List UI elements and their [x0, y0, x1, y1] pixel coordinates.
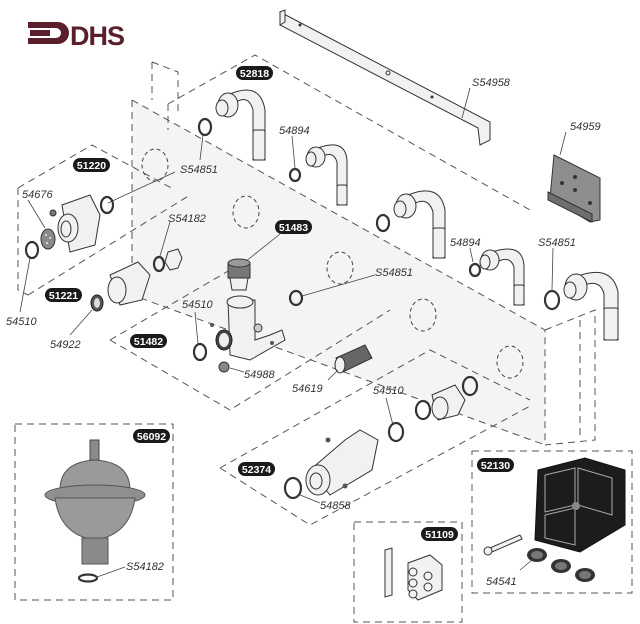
- strainer[interactable]: [40, 228, 56, 250]
- part-label-s54182: S54182: [168, 213, 206, 225]
- nipple-54619[interactable]: [334, 344, 373, 374]
- union-nut[interactable]: [431, 384, 466, 421]
- part-label-54894-b: 54894: [450, 237, 481, 249]
- seal-ring[interactable]: [77, 573, 99, 583]
- kit-badge-52130[interactable]: 52130: [477, 458, 514, 472]
- tee-valve-body[interactable]: [210, 295, 286, 361]
- dhs-logo: DHS: [28, 21, 125, 51]
- seal-ring[interactable]: [192, 342, 208, 362]
- svg-text:51482: 51482: [134, 336, 163, 348]
- connector-set[interactable]: [384, 547, 443, 601]
- part-label-54541: 54541: [486, 576, 517, 588]
- svg-text:52374: 52374: [242, 464, 271, 476]
- svg-text:51221: 51221: [49, 290, 78, 302]
- part-label-s54851-c: S54851: [538, 237, 576, 249]
- part-label-54858: 54858: [320, 500, 351, 512]
- check-valve-54988[interactable]: [218, 361, 230, 373]
- kit-badge-51482[interactable]: 51482: [130, 334, 167, 348]
- part-label-54619: 54619: [292, 383, 323, 395]
- part-label-54922: 54922: [50, 339, 81, 351]
- part-label-54676: 54676: [22, 189, 53, 201]
- part-label-s54958: S54958: [472, 77, 511, 89]
- kit-badge-51483[interactable]: 51483: [275, 220, 312, 234]
- seal-ring[interactable]: [375, 213, 391, 233]
- arrow-bracket-icon: [28, 22, 69, 44]
- part-label-s54182-b: S54182: [126, 561, 164, 573]
- seal-ring[interactable]: [283, 476, 303, 500]
- seal-ring[interactable]: [288, 289, 304, 307]
- seal-ring[interactable]: [197, 117, 213, 137]
- pipe-elbow-2[interactable]: [305, 144, 348, 206]
- svg-text:51109: 51109: [425, 529, 454, 541]
- connector-housing[interactable]: [534, 457, 626, 553]
- svg-text:51483: 51483: [279, 222, 308, 234]
- part-label-54510-c: 54510: [373, 385, 404, 397]
- seal-ring[interactable]: [414, 399, 432, 421]
- logo-text: DHS: [70, 21, 124, 51]
- seal-ring[interactable]: [468, 262, 482, 278]
- seal-ring[interactable]: [152, 255, 166, 273]
- hex-nut[interactable]: [164, 248, 183, 271]
- kit-badge-52818[interactable]: 52818: [236, 66, 273, 80]
- bracket[interactable]: [547, 154, 601, 223]
- valve-body-52374[interactable]: [305, 429, 379, 496]
- seal-ring[interactable]: [543, 289, 561, 311]
- part-label-54988: 54988: [244, 369, 275, 381]
- svg-text:52818: 52818: [240, 68, 269, 80]
- seal-ring[interactable]: [387, 421, 405, 443]
- bolt[interactable]: [483, 534, 523, 556]
- svg-text:51220: 51220: [77, 160, 106, 172]
- seal-ring[interactable]: [461, 375, 479, 397]
- kit-badge-52374[interactable]: 52374: [238, 462, 275, 476]
- valve-body-51221[interactable]: [107, 261, 151, 306]
- part-label-s54851: S54851: [180, 164, 218, 176]
- part-label-54959: 54959: [570, 121, 601, 133]
- part-label-54510: 54510: [6, 316, 37, 328]
- part-label-s54851-b: S54851: [375, 267, 413, 279]
- seal-ring[interactable]: [24, 240, 40, 260]
- pipe-elbow-1[interactable]: [215, 89, 266, 161]
- svg-text:56092: 56092: [137, 431, 166, 443]
- kit-badge-56092[interactable]: 56092: [133, 429, 170, 443]
- mounting-rail[interactable]: [279, 9, 491, 146]
- expansion-vessel[interactable]: [44, 439, 146, 565]
- pipe-elbow-4[interactable]: [479, 248, 525, 306]
- grommets[interactable]: [527, 548, 595, 582]
- seal-ring[interactable]: [288, 167, 302, 183]
- svg-text:52130: 52130: [481, 460, 510, 472]
- kit-badge-51221[interactable]: 51221: [45, 288, 82, 302]
- part-label-54510-b: 54510: [182, 299, 213, 311]
- pipe-elbow-3[interactable]: [393, 190, 446, 259]
- kit-badge-51220[interactable]: 51220: [73, 158, 110, 172]
- pipe-elbow-5[interactable]: [563, 272, 619, 341]
- valve-body-51220[interactable]: [49, 194, 101, 253]
- cartridge-51483[interactable]: [227, 258, 251, 291]
- kit-badge-51109[interactable]: 51109: [421, 527, 458, 541]
- seal-ring[interactable]: [99, 195, 115, 215]
- part-label-54894: 54894: [279, 125, 310, 137]
